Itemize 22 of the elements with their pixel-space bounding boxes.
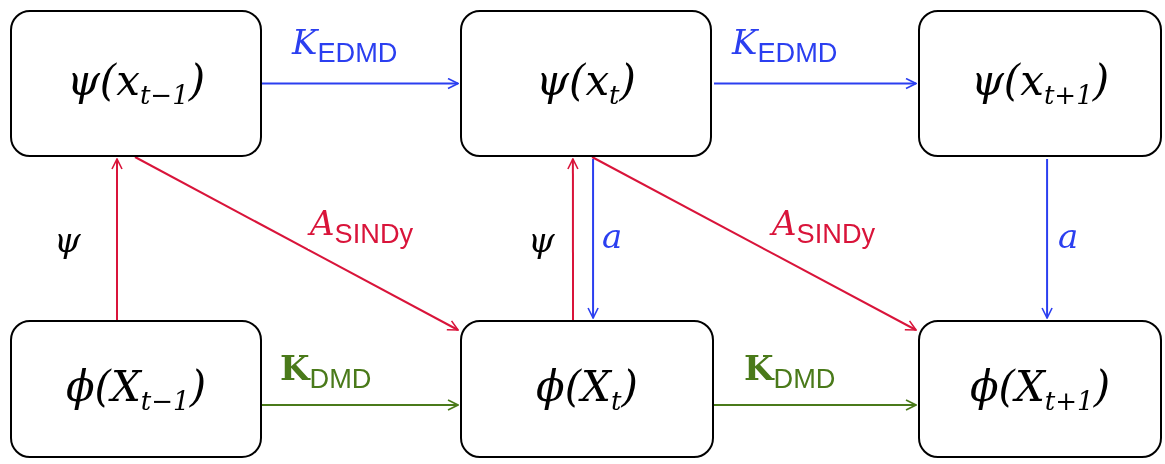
arrow <box>587 158 599 319</box>
arrow <box>713 399 917 411</box>
math-expression: ψ(x$_{t+1}$) <box>970 56 1110 111</box>
arrow <box>111 158 123 321</box>
process-box <box>460 320 714 458</box>
process-box <box>460 10 712 157</box>
process-box <box>10 10 262 157</box>
process-box <box>918 320 1162 458</box>
arrow <box>591 156 917 331</box>
arrow <box>261 77 459 90</box>
arrow <box>567 158 579 321</box>
arrow <box>134 156 459 331</box>
process-box <box>918 10 1162 157</box>
arrow <box>1041 158 1053 319</box>
math-expression: ϕ(X$_{t−1}$) <box>65 361 207 417</box>
process-box <box>10 320 262 458</box>
math-expression: ϕ(X$_{t}$) <box>536 361 638 417</box>
arrow <box>713 77 917 90</box>
math-expression: ϕ(X$_{t+1}$) <box>969 361 1111 417</box>
arrow <box>261 399 459 411</box>
math-expression: ψ(x$_{t−1}$) <box>66 56 206 111</box>
math-expression: ψ(x$_{t}$) <box>536 56 636 111</box>
